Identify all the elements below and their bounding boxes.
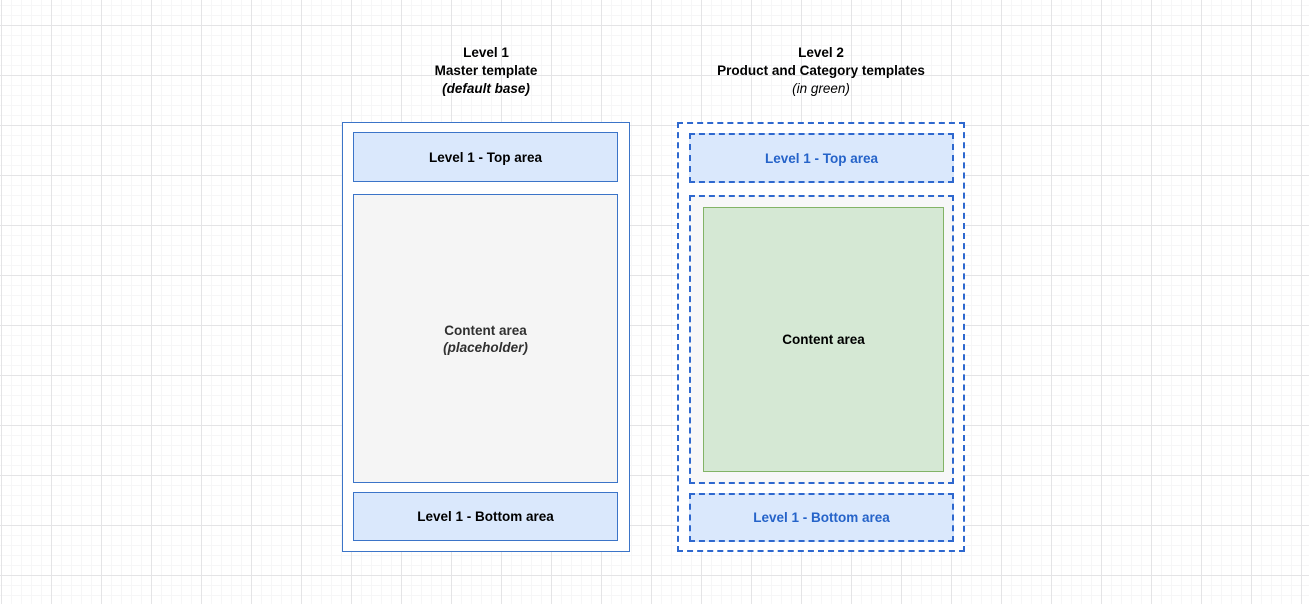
master-template-frame[interactable]: Level 1 - Top area Content area (placeho… xyxy=(342,122,630,552)
master-bottom-area-label: Level 1 - Bottom area xyxy=(417,509,554,524)
master-content-sublabel: (placeholder) xyxy=(443,339,528,355)
product-category-header: Level 2 Product and Category templates (… xyxy=(677,44,965,98)
product-top-area-label: Level 1 - Top area xyxy=(764,150,879,166)
header-line-level: Level 2 xyxy=(798,45,844,60)
product-content-area-shape[interactable]: Content area xyxy=(703,207,944,472)
product-bottom-area-label: Level 1 - Bottom area xyxy=(753,510,890,525)
master-content-label: Content area xyxy=(444,322,527,338)
header-line-level: Level 1 xyxy=(463,45,509,60)
master-top-area-shape[interactable]: Level 1 - Top area xyxy=(353,132,618,182)
master-template-header: Level 1 Master template (default base) xyxy=(342,44,630,98)
product-template-frame[interactable]: Level 1 - Top area Content area Level 1 … xyxy=(677,122,965,552)
master-bottom-area-shape[interactable]: Level 1 - Bottom area xyxy=(353,492,618,541)
product-top-area-shape[interactable]: Level 1 - Top area xyxy=(689,133,954,183)
product-bottom-area-shape[interactable]: Level 1 - Bottom area xyxy=(689,493,954,542)
header-line-title: Master template xyxy=(434,63,538,78)
master-top-area-label: Level 1 - Top area xyxy=(428,149,543,165)
header-line-subtitle: (in green) xyxy=(792,81,850,96)
product-content-container-shape[interactable]: Content area xyxy=(689,195,954,484)
product-content-label: Content area xyxy=(782,332,865,347)
header-line-title: Product and Category templates xyxy=(717,63,925,78)
header-line-subtitle: (default base) xyxy=(442,81,530,96)
master-content-area-shape[interactable]: Content area (placeholder) xyxy=(353,194,618,483)
